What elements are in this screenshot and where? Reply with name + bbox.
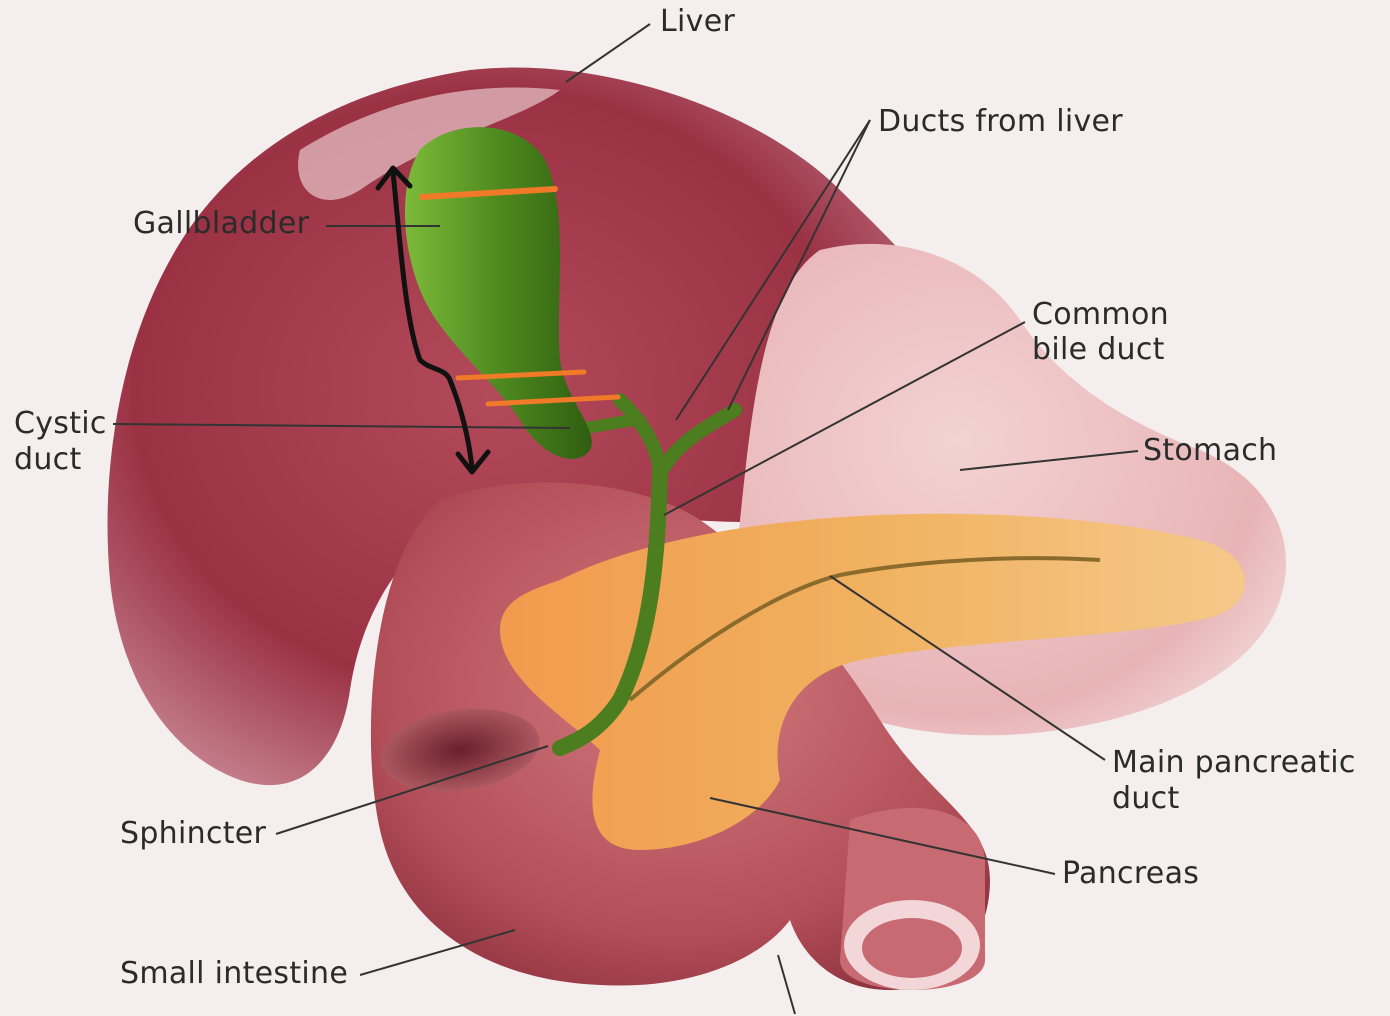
label-common-bile-duct-1: Common: [1032, 297, 1169, 333]
label-small-intestine: Small intestine: [120, 956, 348, 992]
label-sphincter: Sphincter: [120, 816, 266, 852]
label-stomach: Stomach: [1143, 433, 1277, 469]
label-gallbladder: Gallbladder: [133, 206, 309, 242]
label-ducts-from-liver: Ducts from liver: [878, 104, 1123, 140]
label-main-pancreatic-duct-2: duct: [1112, 781, 1180, 817]
label-cystic-duct-1: Cystic: [14, 406, 107, 442]
leader-liver: [566, 24, 650, 82]
label-cystic-duct-2: duct: [14, 442, 82, 478]
intestine-tube-inner: [862, 918, 962, 978]
leader-bottom: [778, 955, 795, 1014]
label-main-pancreatic-duct-1: Main pancreatic: [1112, 745, 1356, 781]
label-liver: Liver: [660, 4, 735, 40]
label-common-bile-duct-2: bile duct: [1032, 332, 1165, 368]
label-pancreas: Pancreas: [1062, 856, 1199, 892]
